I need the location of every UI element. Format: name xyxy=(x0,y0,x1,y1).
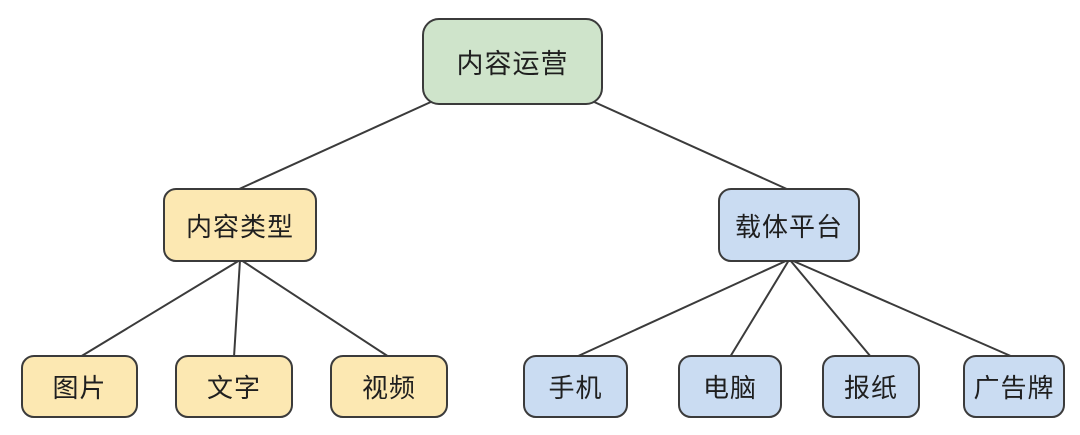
edge-content-type-image xyxy=(79,259,241,358)
node-carrier-platform: 载体平台 xyxy=(718,188,860,262)
node-image: 图片 xyxy=(21,355,138,418)
node-mobile-phone: 手机 xyxy=(523,355,628,418)
node-content-type: 内容类型 xyxy=(163,188,317,262)
edge-platform-phone xyxy=(575,259,789,358)
edge-content-type-video xyxy=(240,259,390,358)
node-video: 视频 xyxy=(330,355,448,418)
edge-platform-computer xyxy=(729,259,790,358)
node-text: 文字 xyxy=(175,355,293,418)
edge-root-content-type xyxy=(236,100,434,191)
edge-platform-billboard xyxy=(790,259,1014,358)
edge-root-platform xyxy=(591,100,790,191)
edge-platform-newspaper xyxy=(789,259,872,358)
node-content-operations: 内容运营 xyxy=(422,18,603,105)
node-billboard: 广告牌 xyxy=(963,355,1065,418)
edge-content-type-text xyxy=(233,259,241,358)
node-newspaper: 报纸 xyxy=(822,355,920,418)
node-computer: 电脑 xyxy=(678,355,782,418)
